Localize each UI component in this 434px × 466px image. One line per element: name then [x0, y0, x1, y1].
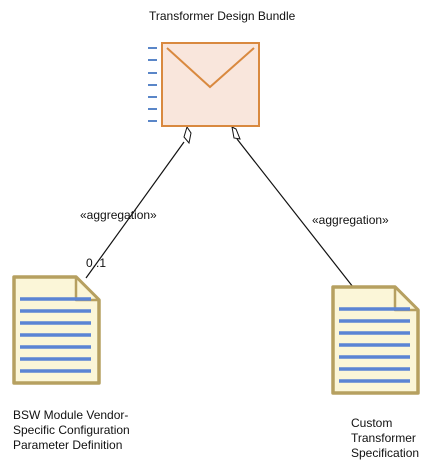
bsw-module-label: BSW Module Vendor- Specific Configuratio… [13, 408, 168, 453]
transformer-design-bundle[interactable] [148, 42, 260, 127]
aggregation-diamond-left [183, 125, 192, 145]
aggregation-connector-left[interactable] [85, 125, 192, 279]
envelope-icon [166, 47, 255, 89]
bsw-module-label-line-3: Parameter Definition [13, 438, 123, 452]
aggregation-connector-right[interactable] [231, 126, 354, 288]
multiplicity-label-left: 0..1 [86, 256, 107, 270]
bsw-module-document[interactable] [12, 275, 101, 385]
custom-transformer-document[interactable] [331, 285, 420, 395]
document-lines-icon [20, 297, 91, 373]
aggregation-diamond-right [231, 126, 241, 140]
document-fold-icon [74, 275, 101, 302]
bundle-title: Transformer Design Bundle [149, 9, 296, 23]
bsw-module-label-line-2: Specific Configuration [13, 423, 130, 437]
custom-transformer-label-line-3: Specification [351, 446, 420, 460]
bsw-module-label-line-1: BSW Module Vendor- [13, 408, 129, 422]
bundle-stripes-icon [148, 47, 157, 122]
custom-transformer-label-line-2: Transformer [351, 431, 416, 445]
custom-transformer-label: Custom Transformer Specification [351, 416, 431, 461]
connector-line-right [236, 138, 354, 288]
connector-line-left [85, 141, 185, 279]
document-fold-icon [393, 285, 420, 312]
document-lines-icon [339, 307, 410, 383]
document-icon [331, 285, 420, 395]
document-icon [12, 275, 101, 385]
aggregation-label-right: «aggregation» [312, 213, 389, 227]
aggregation-label-left: «aggregation» [80, 208, 157, 222]
custom-transformer-label-line-1: Custom [351, 416, 393, 430]
